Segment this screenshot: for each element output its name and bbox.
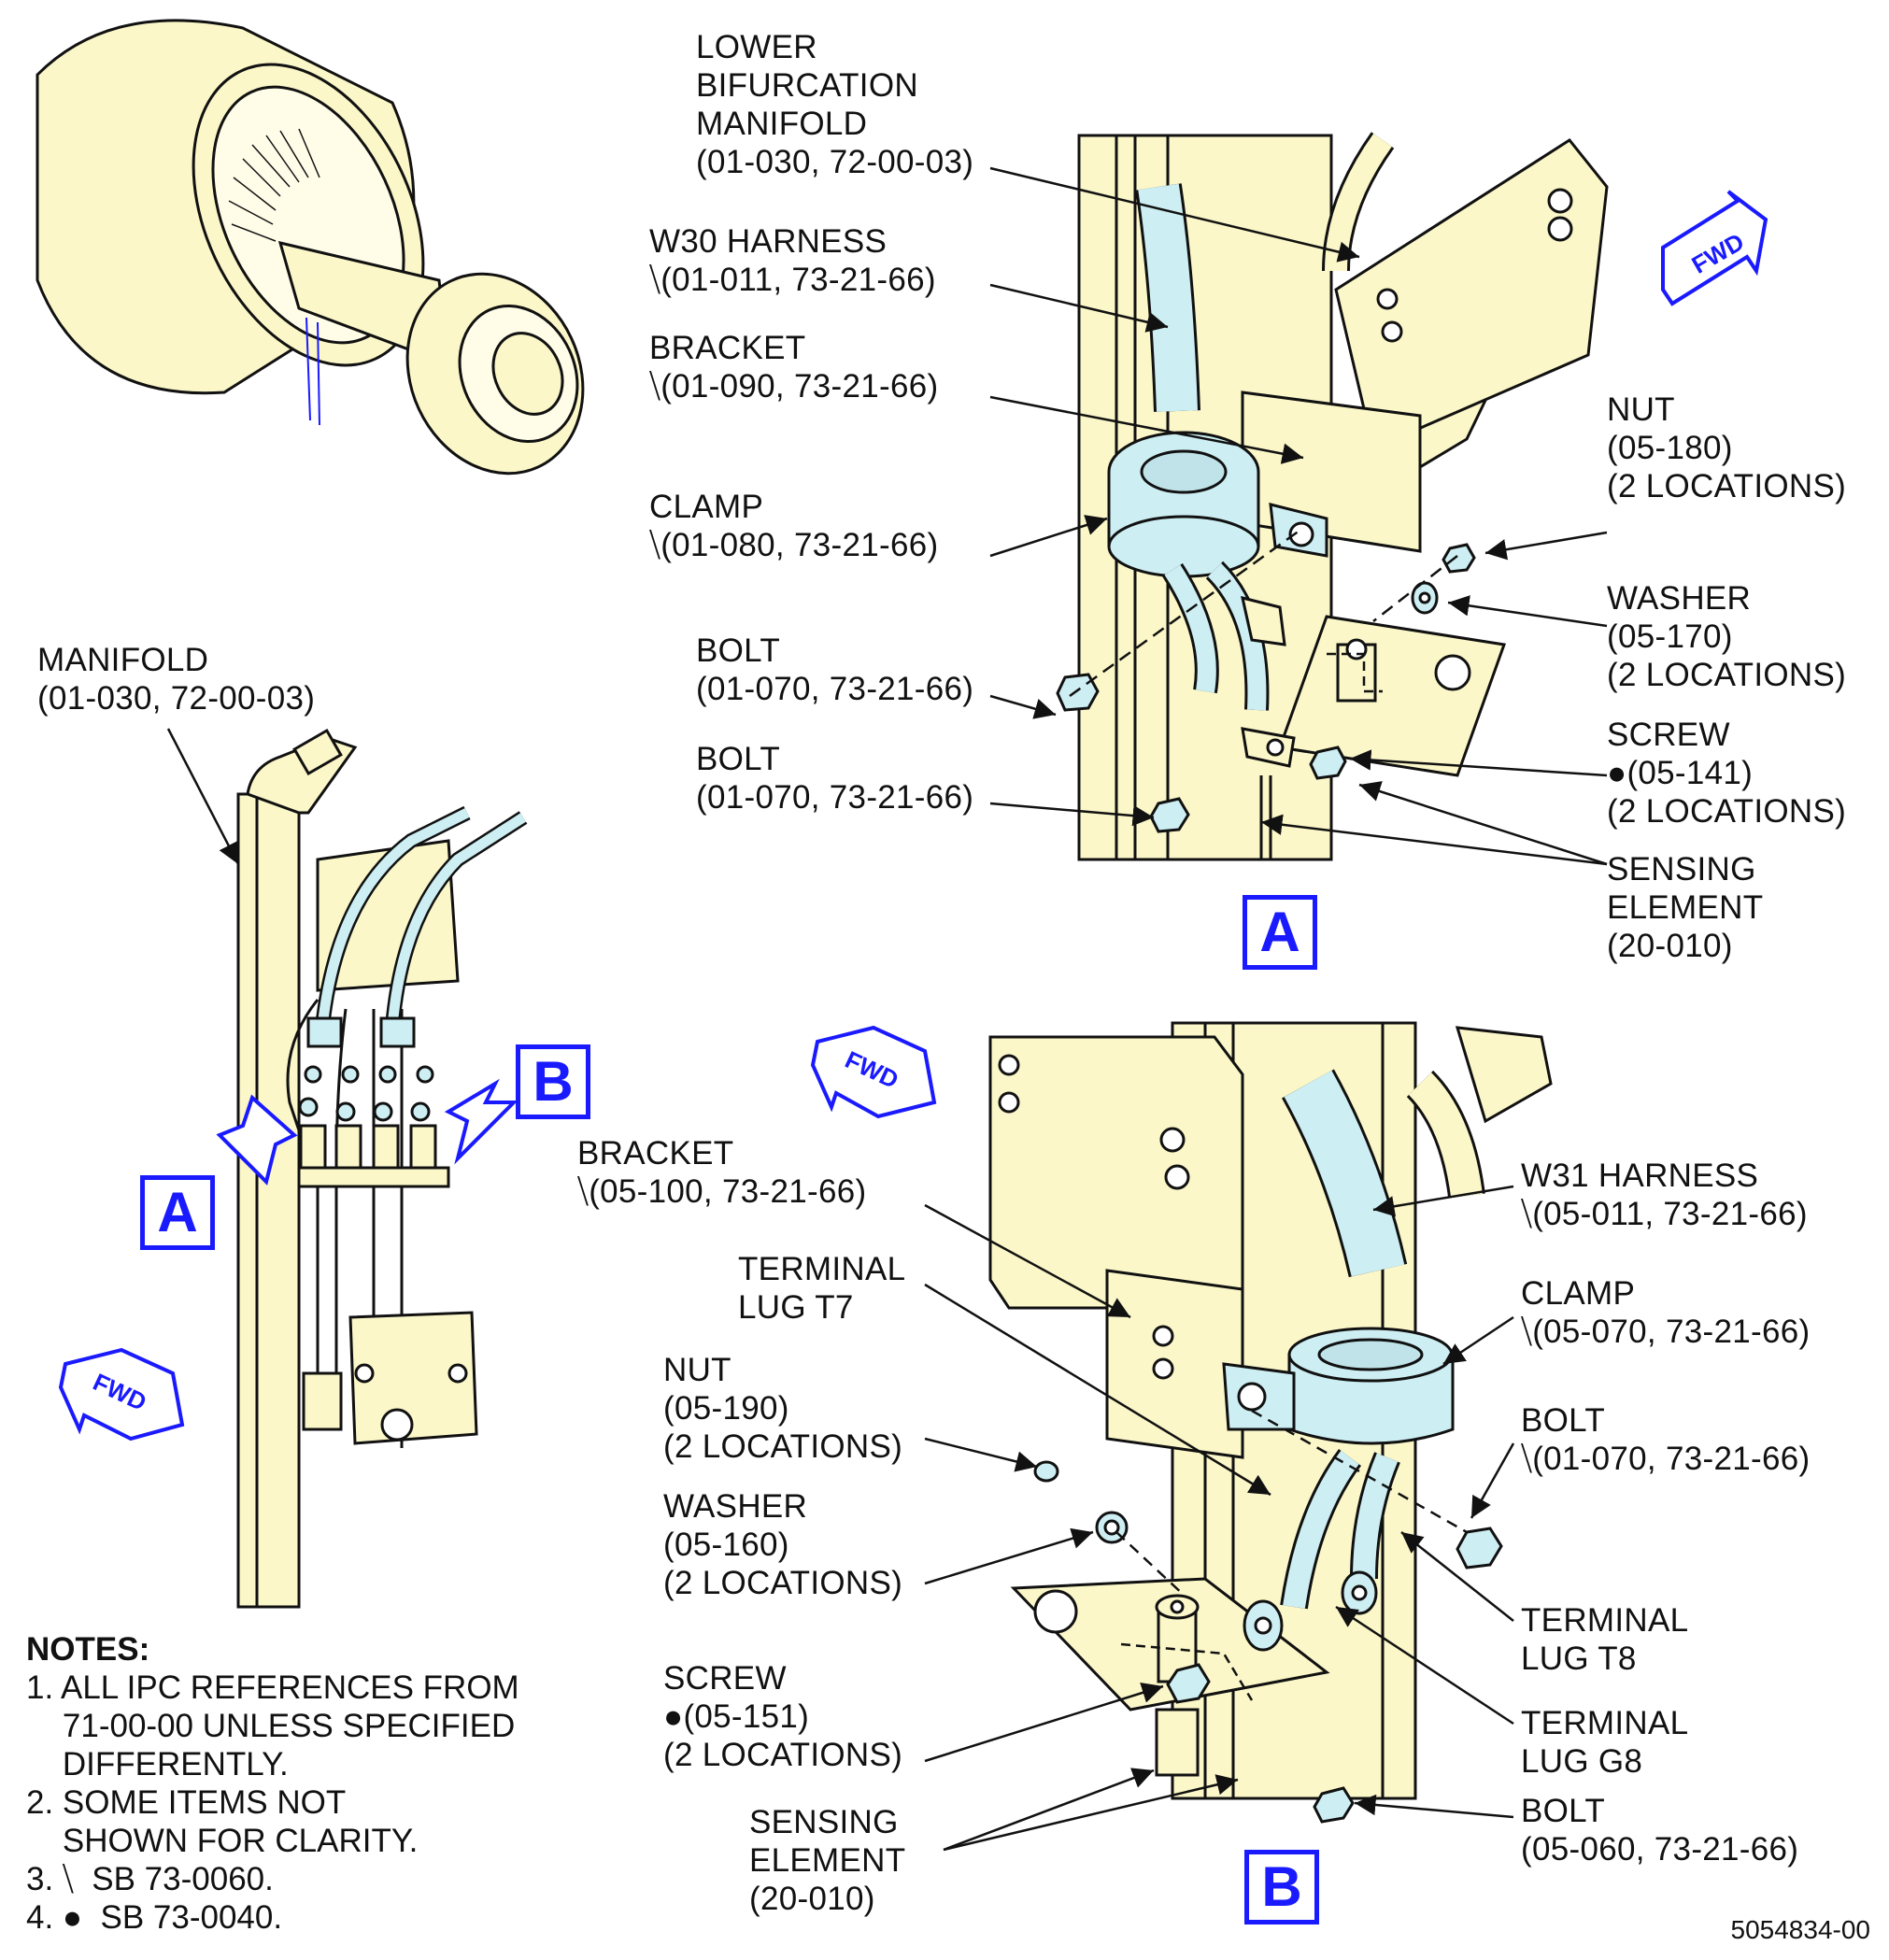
label-bracket-a: BRACKET ⧹(01-090, 73-21-66): [649, 330, 939, 405]
label-nut-b: NUT (05-190) (2 LOCATIONS): [663, 1352, 903, 1465]
note-item: 2. SOME ITEMS NOT SHOWN FOR CLARITY.: [26, 1784, 419, 1859]
fwd-arrow-icon-top: FWD: [1661, 190, 1768, 306]
view-b-detail-tag: B: [1244, 1850, 1319, 1924]
note-item: 4. ● SB 73-0040.: [26, 1899, 283, 1936]
label-w31-harness: W31 HARNESS ⧹(05-011, 73-21-66): [1521, 1158, 1808, 1232]
label-clamp-a: CLAMP ⧹(01-080, 73-21-66): [649, 489, 939, 563]
view-b-pointer-arrow: [444, 1078, 518, 1165]
label-sensing-element-b: SENSING ELEMENT (20-010): [749, 1804, 906, 1917]
label-clamp-b: CLAMP ⧹(05-070, 73-21-66): [1521, 1275, 1811, 1350]
installation-overview-illustration: [236, 728, 528, 1609]
label-nut-a: NUT (05-180) (2 LOCATIONS): [1607, 391, 1847, 504]
view-a-overview-tag: A: [140, 1175, 215, 1250]
label-lower-bifurcation-manifold: LOWER BIFURCATION MANIFOLD (01-030, 72-0…: [696, 29, 974, 180]
view-a-detail-tag: A: [1243, 895, 1317, 970]
label-bolt-a1: BOLT (01-070, 73-21-66): [696, 632, 974, 707]
document-number: 5054834-00: [1730, 1915, 1870, 1944]
note-item: 3. ⧹ SB 73-0060.: [26, 1861, 274, 1897]
label-terminal-lug-t7: TERMINAL LUG T7: [738, 1251, 906, 1326]
view-a-detail-illustration: [1056, 132, 1609, 861]
view-b-detail-illustration: [988, 1021, 1553, 1824]
leader-line-manifold: [166, 728, 240, 865]
label-bolt-b2: BOLT (05-060, 73-21-66): [1521, 1793, 1799, 1868]
label-washer-b: WASHER (05-160) (2 LOCATIONS): [663, 1488, 903, 1601]
label-sensing-element-a: SENSING ELEMENT (20-010): [1607, 851, 1764, 964]
engine-overview-illustration: [36, 19, 585, 476]
leader-lines-view-a: [989, 166, 1608, 866]
label-terminal-lug-g8: TERMINAL LUG G8: [1521, 1705, 1689, 1780]
label-washer-a: WASHER (05-170) (2 LOCATIONS): [1607, 580, 1847, 693]
fwd-arrow-icon-left: FWD: [58, 1347, 185, 1442]
view-b-overview-tag: B: [516, 1044, 590, 1119]
leader-lines-view-b: [924, 1185, 1515, 1852]
label-screw-b: SCREW ●(05-151) (2 LOCATIONS): [663, 1660, 903, 1773]
label-screw-a: SCREW ●(05-141) (2 LOCATIONS): [1607, 717, 1847, 830]
note-item: 1. ALL IPC REFERENCES FROM 71-00-00 UNLE…: [26, 1669, 519, 1782]
label-w30-harness: W30 HARNESS ⧹(01-011, 73-21-66): [649, 223, 936, 298]
label-bolt-a2: BOLT (01-070, 73-21-66): [696, 741, 974, 816]
label-bracket-b: BRACKET ⧹(05-100, 73-21-66): [577, 1135, 867, 1210]
label-terminal-lug-t8: TERMINAL LUG T8: [1521, 1602, 1689, 1677]
notes-title: NOTES:: [26, 1631, 150, 1668]
fwd-arrow-icon-mid: FWD: [810, 1025, 937, 1119]
label-bolt-b1: BOLT ⧹(01-070, 73-21-66): [1521, 1402, 1811, 1477]
view-a-pointer-arrow: [216, 1094, 298, 1186]
label-manifold: MANIFOLD (01-030, 72-00-03): [37, 642, 316, 717]
notes-block: NOTES: 1. ALL IPC REFERENCES FROM 71-00-…: [26, 1630, 519, 1937]
